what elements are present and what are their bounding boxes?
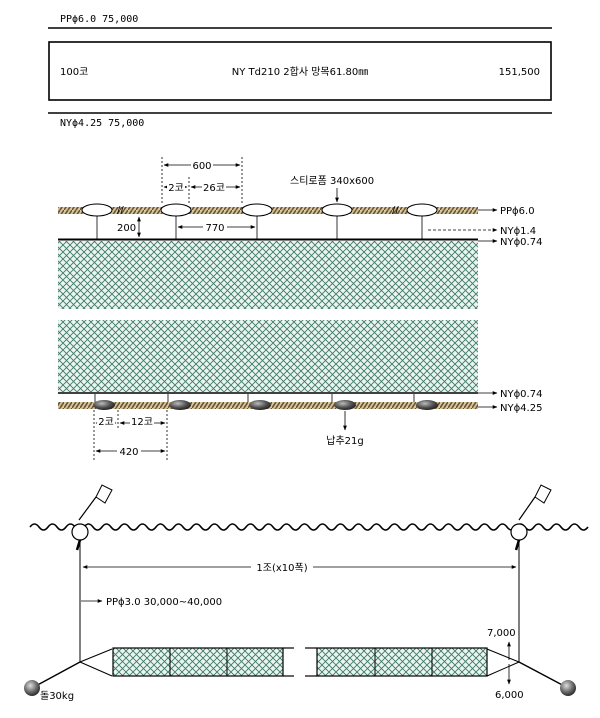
dim-7000-label: 7,000 [487, 628, 516, 639]
flag-icon [95, 484, 113, 504]
rope-joint-mark: // [392, 205, 399, 216]
dim-600-label: 600 [192, 161, 211, 172]
bridle-right-bottom [486, 661, 520, 677]
label-bg [130, 415, 154, 427]
styrofoam-float [160, 203, 192, 217]
spec-box-right: 151,500 [499, 67, 540, 78]
buoy-icon [71, 523, 89, 541]
spec-box-left: 100코 [60, 67, 88, 78]
buoy-icon [510, 523, 528, 541]
net-bundle-left [112, 647, 284, 677]
bridle-left-bottom [79, 661, 113, 677]
buoy-stem-right [514, 539, 521, 551]
styrofoam-float [241, 203, 273, 217]
net-spec-box [48, 41, 552, 101]
label-bg [203, 221, 227, 233]
label-bg [117, 445, 141, 457]
dim-2ko-top-label: 2코 [168, 183, 184, 194]
stone-anchor-icon [24, 680, 40, 696]
buoy-line-label: PPϕ3.0 30,000~40,000 [106, 597, 222, 608]
top-rope-spec: PPϕ6.0 75,000 [60, 14, 138, 25]
lead-sinker [334, 400, 356, 410]
styrofoam-float [321, 203, 353, 217]
dim-770-label: 770 [205, 223, 224, 234]
right-label-ny425: NYϕ4.25 [500, 403, 542, 414]
buoy-stem-left [75, 539, 82, 551]
dim-6000-label: 6,000 [495, 690, 524, 701]
net-bundle-right [316, 647, 488, 677]
right-label-ny074-bottom: NYϕ0.74 [500, 389, 542, 400]
label-bg [167, 181, 185, 193]
styrofoam-float [81, 203, 113, 217]
float-hangers [96, 215, 423, 239]
net-panel-lower [58, 320, 478, 392]
styrofoam-float [406, 203, 438, 217]
anchor-line-right [518, 661, 569, 689]
dim-200-label: 200 [117, 223, 136, 234]
stone-anchor-icon [560, 680, 576, 696]
dim-420-label: 420 [119, 447, 138, 458]
spec-box-center: NY Td210 2합사 망목61.80㎜ [232, 66, 368, 78]
right-label-ny074-top: NYϕ0.74 [500, 237, 542, 248]
float-label: 스티로폼 340x600 [290, 175, 374, 187]
label-bg [191, 159, 213, 171]
setup-section: 1조(x10폭) PPϕ3.0 30,000~40,000 돌30kg 7,00… [24, 484, 589, 702]
sinker-label: 납추21g [326, 435, 363, 447]
anchor-line-left [31, 661, 81, 689]
lead-sinker [93, 400, 115, 410]
dim-12ko-label: 12코 [131, 417, 153, 428]
dim-26ko-label: 26코 [203, 183, 225, 194]
span-label: 1조(x10폭) [256, 562, 307, 574]
header-section: PPϕ6.0 75,000 100코 NY Td210 2합사 망목61.80㎜… [48, 14, 552, 129]
bridle-right-top [486, 648, 520, 663]
rope-joint-mark: // [117, 205, 124, 216]
net-detail-section: 600 2코 26코 스티로폼 340x600 PPϕ6.0 // // [58, 157, 542, 460]
lead-sinker [249, 400, 271, 410]
water-surface [29, 523, 589, 531]
label-bg [97, 415, 115, 427]
label-bg [202, 181, 226, 193]
flag-icon [534, 484, 552, 504]
flag-pole-left [78, 496, 97, 521]
dim-2ko-bottom-label: 2코 [98, 417, 114, 428]
label-bg [251, 560, 313, 573]
flag-pole-right [518, 496, 536, 521]
bottom-rope-spec: NYϕ4.25 75,000 [60, 118, 144, 129]
right-label-ny14: NYϕ1.4 [500, 226, 536, 237]
bridle-left-top [79, 648, 113, 663]
anchor-label: 돌30kg [40, 690, 74, 702]
lead-sinker [416, 400, 438, 410]
lead-sinker [169, 400, 191, 410]
net-panel-upper [58, 241, 478, 309]
right-label-pp60: PPϕ6.0 [500, 206, 535, 217]
